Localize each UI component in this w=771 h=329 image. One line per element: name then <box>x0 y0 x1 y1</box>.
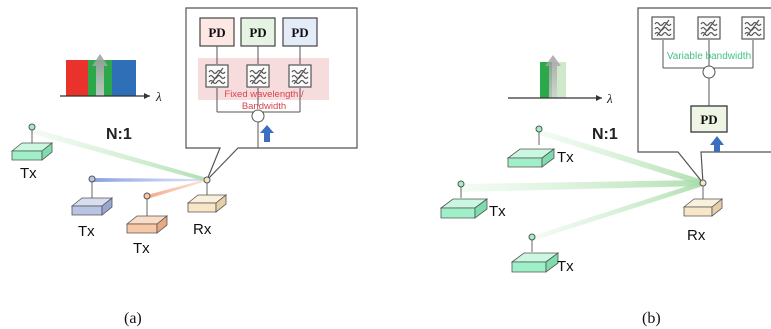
tx-blue-a <box>70 175 114 216</box>
tx-label-a-1: Tx <box>20 165 37 182</box>
lambda-label-b: λ <box>606 91 613 106</box>
filter-icon-b-1 <box>651 16 675 40</box>
beam-b-3 <box>532 181 703 241</box>
gray-up-arrow-icon-b <box>545 55 561 98</box>
filter-label-b: Variable bandwidth <box>667 51 751 62</box>
tx-b-2 <box>439 180 489 219</box>
pd-label-a-1: PD <box>208 25 225 40</box>
tx-b-3 <box>510 233 560 273</box>
beam-b-2 <box>461 180 703 192</box>
panel-a: λ Tx Tx T <box>10 7 358 327</box>
tx-label-a-2: Tx <box>78 223 95 240</box>
spectrum-blue-bar <box>112 60 136 96</box>
ratio-label-b: N:1 <box>592 126 618 143</box>
pd-box-b <box>690 105 728 133</box>
caption-a: (a) <box>124 310 142 327</box>
beam-orange-a <box>147 179 207 199</box>
lambda-label: λ <box>155 89 162 104</box>
axis-arrow-icon <box>144 93 150 99</box>
ratio-label-a: N:1 <box>106 126 132 143</box>
filter-label-a-line2: Bandwidth <box>242 101 286 112</box>
filter-icon-a-1 <box>205 64 229 88</box>
beam-b-1 <box>539 129 703 186</box>
tx-label-b-1: Tx <box>557 149 574 166</box>
rx-b <box>682 179 724 217</box>
pd-box-a-1 <box>199 17 235 47</box>
blue-up-arrow-icon-b <box>710 136 724 152</box>
beam-blue-a <box>92 178 207 182</box>
caption-b: (b) <box>642 310 661 327</box>
rx-label-b: Rx <box>687 227 706 244</box>
tx-orange-a <box>125 192 169 234</box>
blue-up-arrow-icon-a <box>260 125 274 142</box>
spectrum-a: λ <box>60 54 162 104</box>
spectrum-b: λ <box>508 55 613 106</box>
rx-label-a: Rx <box>193 221 212 238</box>
pd-label-b: PD <box>700 112 717 127</box>
gray-up-arrow-icon <box>92 54 108 96</box>
tx-label-b-2: Tx <box>489 203 506 220</box>
filter-icon-b-2 <box>697 16 721 40</box>
receiver-callout-b: Variable bandwidth PD <box>637 7 771 185</box>
filter-icon-a-3 <box>288 64 312 88</box>
tx-green-a <box>10 123 54 161</box>
tx-b-1 <box>506 125 556 168</box>
rx-a <box>186 176 228 213</box>
pd-box-a-2 <box>240 17 276 47</box>
filter-icon-a-2 <box>246 64 270 88</box>
spectrum-red-bar <box>66 60 88 96</box>
splitter-icon-b <box>702 65 716 79</box>
beam-green-a <box>32 128 207 182</box>
pd-label-a-2: PD <box>249 25 266 40</box>
pd-label-a-3: PD <box>291 25 308 40</box>
filter-icon-b-3 <box>741 16 765 40</box>
axis-arrow-icon-b <box>596 95 602 101</box>
filter-label-a-line1: Fixed wavelength / <box>224 89 304 100</box>
tx-label-b-3: Tx <box>557 258 574 275</box>
panel-b: λ Tx Tx T <box>439 7 771 327</box>
receiver-callout-a: PD PD PD Fixed wavelength / Bandwidth <box>185 7 358 181</box>
pd-box-a-3 <box>282 17 318 47</box>
tx-label-a-3: Tx <box>133 240 150 257</box>
